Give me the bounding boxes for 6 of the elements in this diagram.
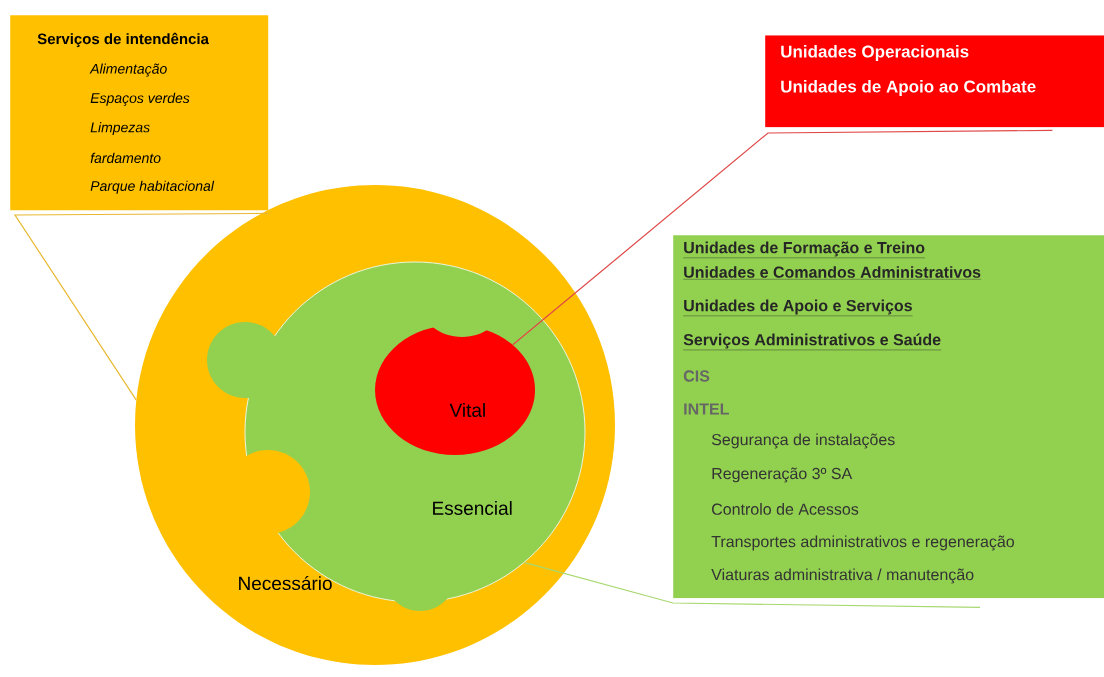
leader-line (512, 129, 1053, 346)
leader-line (13, 212, 269, 401)
unit-list-box: Unidades Operacionais Unidades de Apoio ao Combate (765, 35, 1104, 128)
unit-list-box: Unidades de Formação e Treino Unidades e Comandos Administrativos Unidades de Apoio e Serviços Serviços Administrativos e Saúde CIS INTEL Segurança de instalações Regeneração 3º SA Controlo de Acessos Transportes administrativos e regeneração Viaturas administrativa / manutenção (673, 235, 1104, 599)
leader-line (524, 562, 981, 608)
service-list-box: Serviços de intendência Alimentação Espaços verdes Limpezas fardamento Parque habitacional (10, 15, 269, 211)
